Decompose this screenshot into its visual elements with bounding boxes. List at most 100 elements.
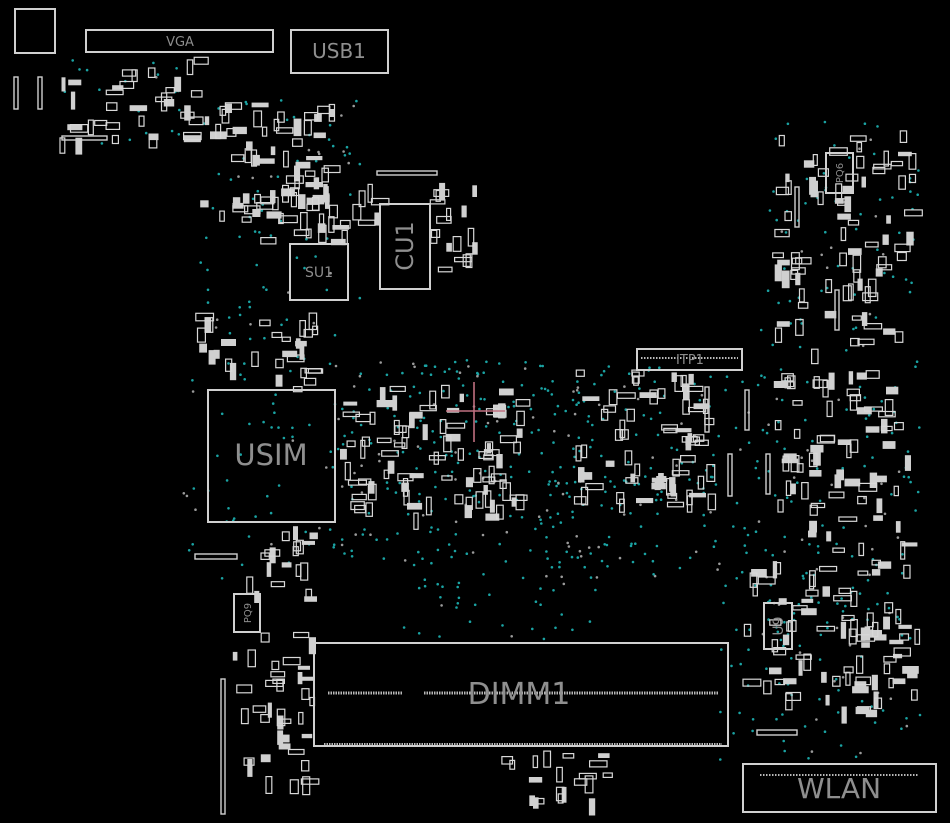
- via-dot: [798, 345, 802, 349]
- smd-pad: [898, 151, 912, 157]
- smd-pad: [818, 565, 838, 572]
- via-dot: [455, 370, 459, 373]
- pq6-component[interactable]: PQ6: [825, 152, 854, 194]
- smd-pad: [343, 401, 358, 406]
- smd-pad: [317, 223, 326, 233]
- u9-chip[interactable]: U9: [763, 602, 793, 650]
- via-dot: [465, 359, 469, 362]
- via-dot: [556, 404, 560, 408]
- smd-pad: [403, 489, 410, 506]
- via-dot: [291, 426, 294, 430]
- via-dot: [305, 237, 308, 241]
- dimm1-slot[interactable]: DIMM1: [313, 642, 729, 747]
- smd-pad: [533, 797, 539, 809]
- via-dot: [900, 727, 903, 730]
- smd-pad: [910, 689, 918, 701]
- via-dot: [772, 190, 775, 193]
- smd-pad: [803, 653, 812, 671]
- smd-pad: [295, 340, 307, 347]
- via-dot: [764, 548, 767, 552]
- via-dot: [467, 365, 470, 368]
- via-dot: [473, 603, 477, 607]
- smd-pad: [782, 455, 790, 472]
- via-dot: [811, 439, 814, 443]
- via-dot: [270, 542, 273, 546]
- via-dot: [851, 586, 855, 590]
- smd-pad: [857, 570, 869, 576]
- smd-pad: [459, 393, 464, 403]
- smd-pad: [509, 759, 516, 770]
- smd-pad: [882, 441, 896, 449]
- smd-pad: [775, 186, 790, 196]
- smd-pad: [865, 370, 880, 379]
- via-dot: [333, 333, 337, 337]
- smd-pad: [795, 272, 801, 286]
- smd-pad: [282, 656, 301, 666]
- via-dot: [327, 138, 331, 141]
- smd-pad: [689, 492, 706, 498]
- via-dot: [545, 550, 548, 553]
- smd-pad: [851, 315, 862, 321]
- itp1-connector[interactable]: ITP1: [636, 348, 743, 371]
- smd-pad: [901, 542, 918, 547]
- via-dot: [716, 568, 719, 571]
- via-dot: [540, 387, 543, 390]
- via-dot: [670, 446, 673, 450]
- via-dot: [738, 711, 741, 715]
- smd-pad: [774, 228, 790, 238]
- cu1-chip[interactable]: CU1: [379, 203, 431, 290]
- via-dot: [385, 538, 389, 541]
- smd-pad: [204, 318, 212, 333]
- right-vertical-part-2: [834, 289, 840, 331]
- via-dot: [757, 476, 761, 480]
- smd-pad: [256, 158, 275, 164]
- smd-pad: [856, 155, 865, 169]
- smd-pad: [321, 167, 330, 183]
- via-dot: [422, 416, 426, 420]
- vga-connector[interactable]: VGA: [85, 29, 274, 53]
- via-dot: [479, 397, 483, 401]
- via-dot: [549, 493, 552, 497]
- smd-pad: [229, 362, 237, 381]
- via-dot: [542, 637, 546, 641]
- via-dot: [269, 234, 273, 237]
- via-dot: [429, 530, 432, 534]
- usb1-connector[interactable]: USB1: [290, 29, 389, 74]
- smd-pad: [441, 384, 450, 399]
- smd-pad: [394, 425, 407, 433]
- via-dot: [800, 322, 803, 325]
- smd-pad: [582, 396, 600, 401]
- via-dot: [790, 657, 793, 660]
- via-dot: [215, 318, 219, 322]
- smd-pad: [308, 637, 316, 655]
- smd-pad: [883, 150, 889, 167]
- usim-socket[interactable]: USIM: [207, 389, 336, 523]
- wlan-connector[interactable]: WLAN: [742, 763, 937, 813]
- via-dot: [573, 455, 576, 459]
- via-dot: [841, 676, 845, 679]
- via-dot: [768, 209, 772, 212]
- smd-pad: [914, 628, 921, 645]
- smd-pad: [240, 708, 249, 725]
- smd-pad: [784, 211, 793, 222]
- smd-pad: [848, 628, 857, 645]
- via-dot: [917, 169, 920, 172]
- smd-pad: [819, 434, 836, 443]
- smd-pad: [303, 328, 314, 338]
- smd-pad: [441, 475, 453, 481]
- via-dot: [872, 407, 876, 411]
- smd-pad: [634, 463, 641, 477]
- via-dot: [423, 584, 427, 588]
- pq9-component[interactable]: PQ9: [233, 593, 261, 633]
- via-dot: [780, 398, 784, 402]
- su1-chip[interactable]: SU1: [289, 243, 349, 301]
- smd-pad: [898, 624, 912, 629]
- smd-pad: [204, 317, 214, 333]
- smd-pad: [852, 254, 862, 273]
- via-dot: [781, 713, 784, 716]
- via-dot: [488, 593, 491, 596]
- smd-pad: [893, 422, 904, 431]
- via-dot: [867, 414, 871, 417]
